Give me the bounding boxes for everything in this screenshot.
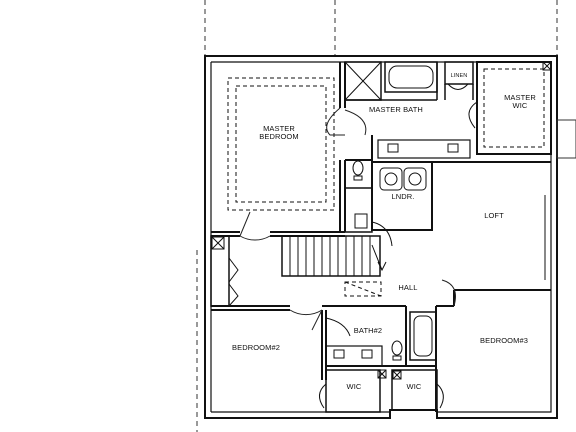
master-bedroom-door — [239, 211, 271, 241]
label-master-wic-2: WIC — [513, 101, 528, 110]
hall-closet — [344, 187, 373, 233]
master-wic — [468, 61, 552, 155]
label-loft: LOFT — [484, 211, 504, 220]
exterior-bump — [556, 119, 576, 159]
label-wic-right: WIC — [407, 382, 422, 391]
room-labels: MASTER BEDROOM MASTER BATH LINEN MASTER … — [232, 73, 536, 391]
label-master-bedroom: MASTER — [263, 124, 295, 133]
label-bath2: BATH#2 — [354, 326, 382, 335]
label-master-wic: MASTER — [504, 93, 536, 102]
master-bath-doors — [326, 107, 367, 136]
bedroom3-walls — [435, 305, 454, 412]
bedroom2-door — [289, 309, 323, 331]
bath2-fixtures — [325, 306, 437, 367]
master-bedroom-tray — [227, 77, 335, 211]
label-bedroom3: BEDROOM#3 — [480, 336, 528, 345]
label-bedroom2: BEDROOM#2 — [232, 343, 280, 352]
label-hall: HALL — [398, 283, 417, 292]
label-laundry: LNDR. — [391, 192, 414, 201]
master-toilet — [345, 159, 372, 181]
left-closet — [210, 235, 239, 307]
loft-walls — [431, 161, 551, 306]
wic-left — [319, 369, 387, 413]
laundry-room — [371, 161, 433, 247]
stairs — [281, 235, 387, 277]
dimension-guides — [196, 0, 558, 432]
attic-access — [344, 281, 382, 297]
label-linen: LINEN — [451, 73, 468, 79]
label-master-bath: MASTER BATH — [369, 105, 423, 114]
label-master-bedroom-2: BEDROOM — [259, 132, 298, 141]
bedroom3-door — [441, 279, 456, 307]
label-wic-left: WIC — [347, 382, 362, 391]
linen-closet — [444, 61, 474, 100]
bedroom2-walls — [211, 305, 406, 380]
